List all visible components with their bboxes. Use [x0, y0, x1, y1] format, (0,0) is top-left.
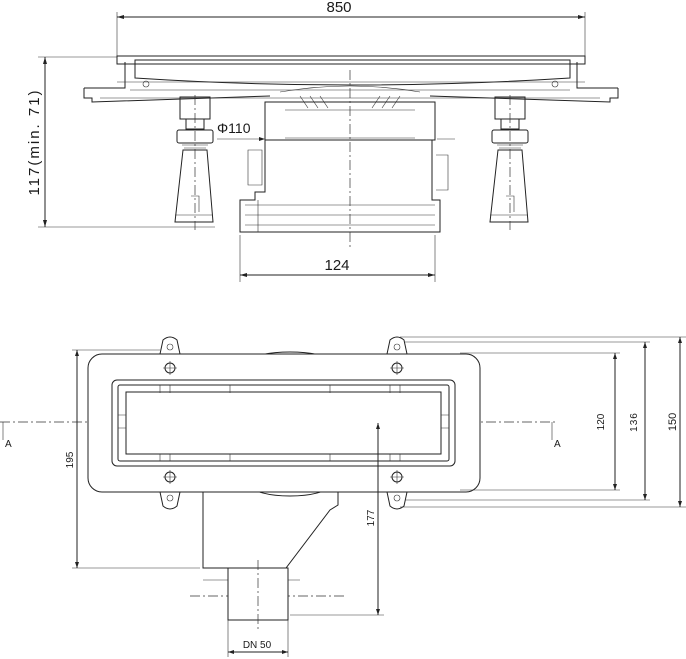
section-mark-left: A: [5, 439, 12, 450]
mounting-lugs: [159, 336, 408, 510]
dim-124: [239, 235, 436, 282]
dim-136: [405, 341, 650, 501]
dim-dn50: [227, 620, 289, 657]
dim-phi110-label: Φ110: [217, 120, 251, 136]
dim-120-label: 120: [596, 413, 607, 430]
channel-top: [83, 55, 619, 103]
dim-177: [290, 423, 384, 616]
dim-dn50-label: DN 50: [243, 640, 272, 651]
left-adjustable-foot: [174, 95, 214, 230]
drain-body: [239, 70, 449, 250]
side-view: 850: [26, 0, 619, 282]
dim-195: [72, 349, 200, 569]
dim-phi110: [217, 137, 455, 141]
dim-850-label: 850: [326, 0, 351, 16]
dim-150-label: 150: [667, 413, 679, 431]
dim-117: [38, 56, 215, 228]
dim-117-label: 117(min. 71): [26, 88, 43, 195]
drain-flange: [87, 353, 481, 493]
dim-124-label: 124: [324, 257, 349, 274]
dim-136-label: 136: [629, 412, 640, 432]
dim-150: [400, 336, 686, 508]
right-adjustable-foot: [489, 95, 529, 230]
section-mark-right: A: [554, 439, 561, 450]
plan-view: A A: [0, 336, 686, 657]
dim-177-label: 177: [366, 509, 377, 526]
dim-850: [116, 12, 586, 60]
dim-195-label: 195: [65, 451, 76, 468]
dim-120: [460, 352, 620, 491]
